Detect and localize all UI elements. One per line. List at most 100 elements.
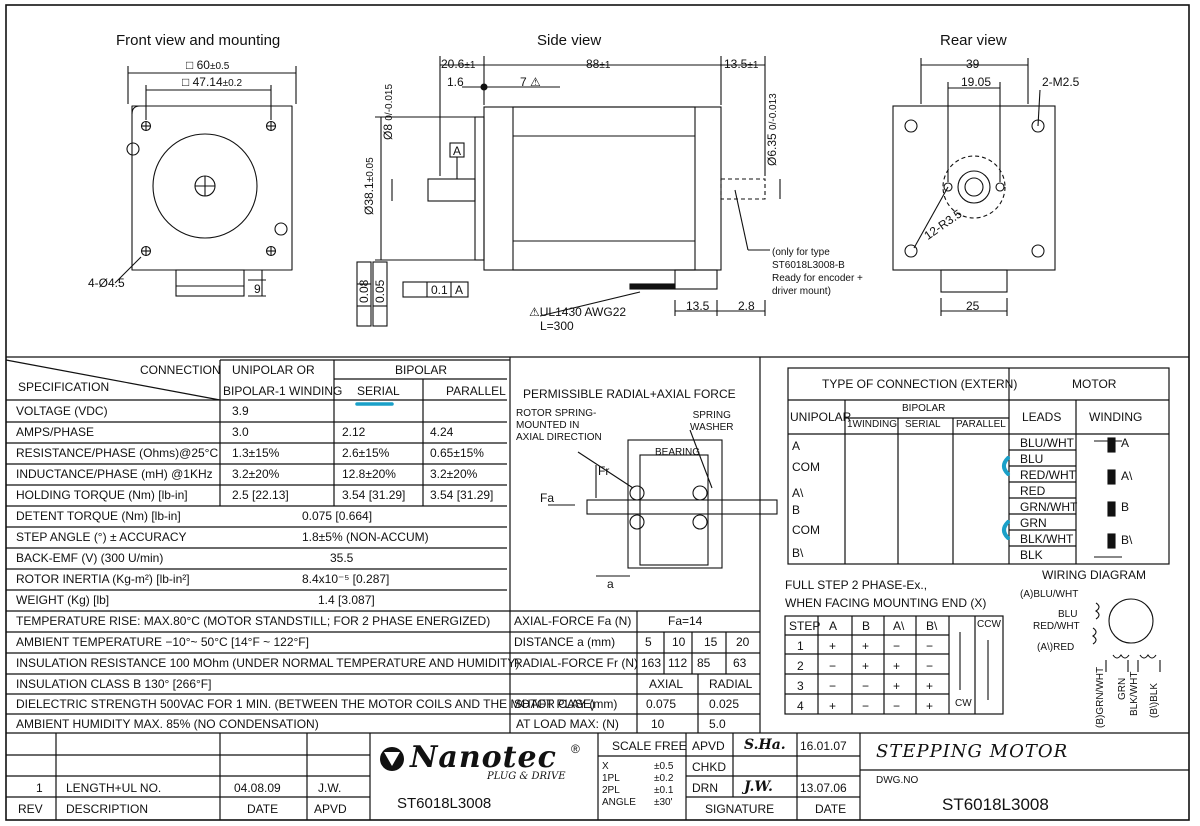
winding-label: A\ <box>1121 469 1133 483</box>
winding-label: A <box>1121 436 1130 450</box>
shaft-play-label: SHAFT PLAY (mm) <box>514 697 618 711</box>
apvd-label: APVD <box>692 739 725 753</box>
step-cell: + <box>829 639 837 653</box>
load-axial: 10 <box>651 717 665 731</box>
dim-60: □ 60±0.5 <box>186 58 230 72</box>
apvd-date: 16.01.07 <box>800 739 847 753</box>
spec-row-label: VOLTAGE (VDC) <box>16 404 108 418</box>
step-header: A\ <box>893 619 905 633</box>
lead-2: RED/WHT <box>1020 468 1076 482</box>
spec-row-unipolar: 1.3±15% <box>232 446 280 460</box>
pilot-diameter: Ø38.1±0.05 <box>362 157 376 215</box>
hdr-unipolar: UNIPOLAR OR <box>232 363 315 377</box>
chkd-label: CHKD <box>692 760 727 774</box>
unipolar-label: B\ <box>792 546 804 560</box>
radial-force-label: RADIAL-FORCE Fr (N) <box>514 656 638 670</box>
dim-7: 7 ⚠ <box>520 75 541 89</box>
cw-label: CW <box>955 698 972 709</box>
spec-full-row: INSULATION RESISTANCE 100 MOhm (UNDER NO… <box>16 656 520 670</box>
spec-row-serial: 2.6±15% <box>342 446 390 460</box>
spec-span-label: ROTOR INERTIA (Kg-m²) [lb-in²] <box>16 572 190 586</box>
distance-value: 10 <box>672 635 686 649</box>
spec-row-unipolar: 3.9 <box>232 404 249 418</box>
cable-spec: ⚠UL1430 AWG22 <box>529 305 627 319</box>
dim-13-5: 13.5±1 <box>724 57 759 71</box>
front-view-drawing <box>114 66 297 297</box>
winding-label: B <box>1121 500 1130 514</box>
dim-2-8: 2.8 <box>738 299 755 313</box>
gdt-0-05: 0.05 <box>373 279 387 303</box>
spec-row-parallel: 0.65±15% <box>430 446 484 460</box>
rev-apvd: J.W. <box>318 781 342 795</box>
spec-span-value: 8.4x10⁻⁵ [0.287] <box>302 572 390 586</box>
spec-row-label: RESISTANCE/PHASE (Ohms)@25°C <box>16 446 219 460</box>
dim-47: □ 47.14±0.2 <box>182 75 243 89</box>
step-header: A <box>829 619 838 633</box>
type-hdr: TYPE OF CONNECTION (EXTERN) <box>822 377 1018 391</box>
load-radial: 5.0 <box>709 717 726 731</box>
wiring-label-red-wht: RED/WHT <box>1033 621 1080 632</box>
gdt-perp: 0.1 <box>431 283 448 297</box>
step-title-1: FULL STEP 2 PHASE-Ex., <box>785 578 928 592</box>
step-cell: + <box>926 699 934 713</box>
step-cell: + <box>862 659 870 673</box>
h-description: DESCRIPTION <box>66 802 149 816</box>
spec-row-unipolar: 2.5 [22.13] <box>232 488 289 502</box>
wiring-grn: GRN <box>1117 677 1128 700</box>
front-view-title: Front view and mounting <box>116 32 281 49</box>
step-header: B\ <box>926 619 938 633</box>
wiring-title: WIRING DIAGRAM <box>1042 568 1146 582</box>
lead-1: BLU <box>1020 452 1044 466</box>
rear-view-title: Rear view <box>940 32 1007 49</box>
drn-signature: J.W. <box>744 779 773 795</box>
step-cell: − <box>926 659 934 673</box>
distance-label: DISTANCE a (mm) <box>514 635 616 649</box>
axial-header: AXIAL <box>649 677 684 691</box>
lead-3: RED <box>1020 484 1046 498</box>
h-rev: REV <box>18 802 43 816</box>
axial-force-value: Fa=14 <box>668 614 703 628</box>
lead-4: GRN/WHT <box>1020 500 1078 514</box>
spec-row-unipolar: 3.2±20% <box>232 467 280 481</box>
a-label: a <box>607 577 614 591</box>
spec-row-label: AMPS/PHASE <box>16 425 95 439</box>
unipolar-label: A <box>792 439 801 453</box>
spec-span-label: BACK-EMF (V) (300 U/min) <box>16 551 164 565</box>
step-cell: − <box>926 639 934 653</box>
distance-value: 5 <box>645 635 652 649</box>
radial-force-value: 163 <box>641 656 662 670</box>
spec-row-parallel: 3.2±20% <box>430 467 478 481</box>
step-cell: − <box>862 679 870 693</box>
hdr-specification: SPECIFICATION <box>18 380 110 394</box>
step-cell: + <box>862 639 870 653</box>
spec-span-value: 35.5 <box>330 551 354 565</box>
step-table-grid <box>784 615 1004 715</box>
step-cell: 1 <box>797 639 804 653</box>
step-title-2: WHEN FACING MOUNTING END (X) <box>785 596 987 610</box>
spec-full-row: AMBIENT HUMIDITY MAX. 85% (NO CONDENSATI… <box>16 717 319 731</box>
step-cell: + <box>893 659 901 673</box>
dim-20-6: 20.6±1 <box>441 57 476 71</box>
shaft-play-axial: 0.075 <box>646 697 677 711</box>
jumper-marks <box>1002 456 1010 540</box>
side-view-drawing <box>356 56 781 327</box>
tolerance-label: 2PL <box>602 785 620 796</box>
tolerance-label: 1PL <box>602 773 620 784</box>
spec-span-label: STEP ANGLE (°) ± ACCURACY <box>16 530 187 544</box>
drn-date: 13.07.06 <box>800 781 847 795</box>
radial-header: RADIAL <box>709 677 753 691</box>
step-header: B <box>862 619 871 633</box>
winding-label: B\ <box>1121 533 1133 547</box>
winding-hdr: WINDING <box>1089 410 1143 424</box>
dwg-no: ST6018L3008 <box>942 795 1049 814</box>
brand-reg: ® <box>571 742 580 756</box>
hdr-serial: SERIAL <box>357 384 400 398</box>
spec-span-value: 1.4 [3.087] <box>318 593 375 607</box>
motor-hdr: MOTOR <box>1072 377 1117 391</box>
step-cell: − <box>829 659 837 673</box>
unipolar-label: COM <box>792 523 820 537</box>
step-cell: − <box>893 699 901 713</box>
